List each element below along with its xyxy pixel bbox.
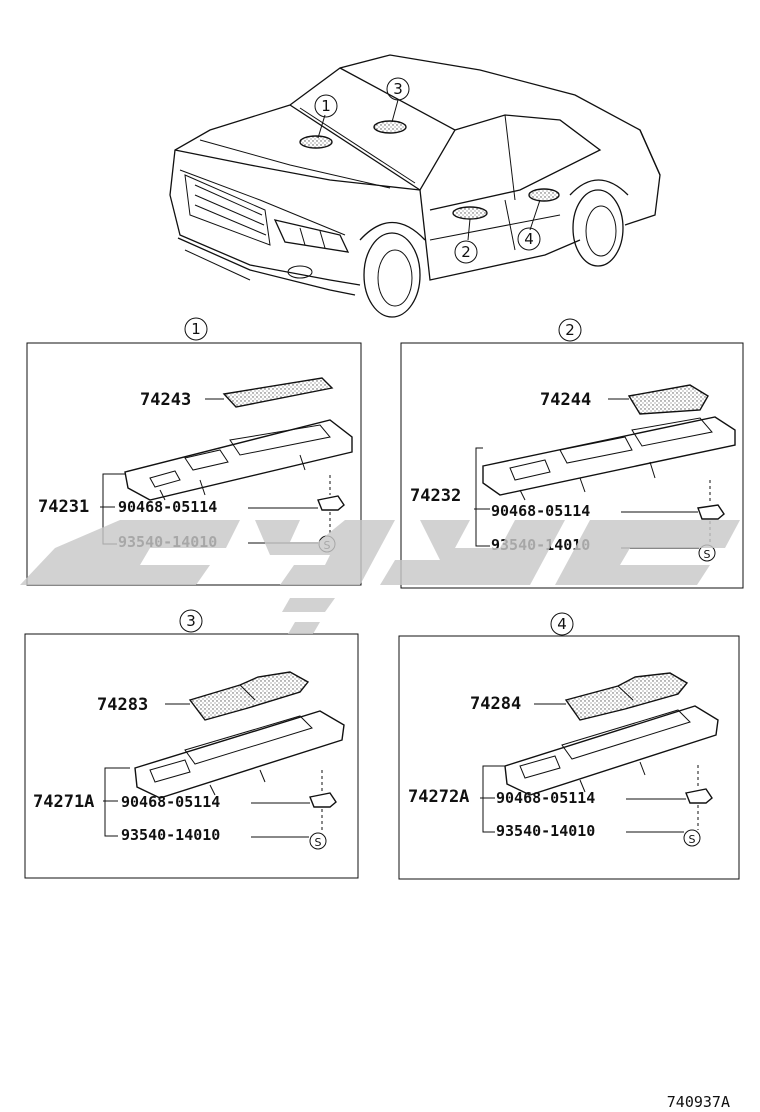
panel-2: 2 74244 S 74232 90468-05114 93540-14010 [400, 318, 744, 589]
car-callout-1: 1 [314, 94, 338, 118]
part-number-assy: 74231 [38, 497, 89, 517]
switch-cover-part [222, 377, 334, 408]
panel-4-callout: 4 [557, 615, 567, 633]
svg-text:S: S [315, 836, 322, 849]
part-number-assy: 74271A [33, 792, 94, 812]
screw-part [309, 832, 327, 850]
part-number-assy: 74272A [408, 787, 469, 807]
switch-cover-part [627, 384, 709, 415]
part-number-cover: 74283 [97, 695, 148, 715]
part-number-assy: 74232 [410, 486, 461, 506]
svg-text:4: 4 [524, 230, 534, 248]
svg-text:3: 3 [393, 80, 403, 98]
switch-base-part [124, 419, 353, 501]
part-number-clip: 90468-05114 [491, 502, 590, 520]
panel-4-callout-circle [550, 612, 574, 636]
panel-1: 1 74243 S 74231 90468-05114 93540-14010 [26, 317, 362, 586]
switch-base-part [482, 416, 736, 496]
part-number-cover: 74284 [470, 694, 521, 714]
car-callout-4: 4 [517, 227, 541, 251]
clip-part [317, 495, 345, 511]
panel-3-callout: 3 [186, 612, 196, 630]
panel-2-callout-circle [558, 318, 582, 342]
svg-text:S: S [689, 833, 696, 846]
panel-3: 3 74283 S 74271A 90468-05114 93540-14010 [24, 609, 359, 879]
car-callout-3: 3 [386, 77, 410, 101]
switch-cover-part [188, 671, 310, 721]
clip-part [309, 792, 337, 808]
clip-part [685, 788, 713, 804]
panel-1-callout-circle [184, 317, 208, 341]
svg-text:S: S [704, 548, 711, 561]
panel-4: 4 74284 S 74272A 90468-05114 93540-14010 [398, 612, 740, 880]
switch-base-part [504, 705, 719, 796]
part-number-clip: 90468-05114 [496, 789, 595, 807]
panel-3-callout-circle [179, 609, 203, 633]
part-number-screw: 93540-14010 [496, 822, 595, 840]
svg-text:2: 2 [461, 243, 471, 261]
switch-cover-part [564, 672, 689, 721]
figure-reference: 740937A [667, 1093, 730, 1111]
screw-part [683, 829, 701, 847]
part-number-cover: 74243 [140, 390, 191, 410]
panel-1-callout: 1 [191, 320, 201, 338]
svg-text:1: 1 [321, 97, 331, 115]
car-illustration [169, 54, 661, 318]
switch-base-part [134, 710, 345, 799]
part-number-cover: 74244 [540, 390, 591, 410]
car-callout-2: 2 [454, 240, 478, 264]
watermark-logo [20, 520, 740, 634]
part-number-clip: 90468-05114 [121, 793, 220, 811]
part-number-clip: 90468-05114 [118, 498, 217, 516]
panel-2-callout: 2 [565, 321, 575, 339]
clip-part [697, 504, 725, 520]
part-number-screw: 93540-14010 [121, 826, 220, 844]
